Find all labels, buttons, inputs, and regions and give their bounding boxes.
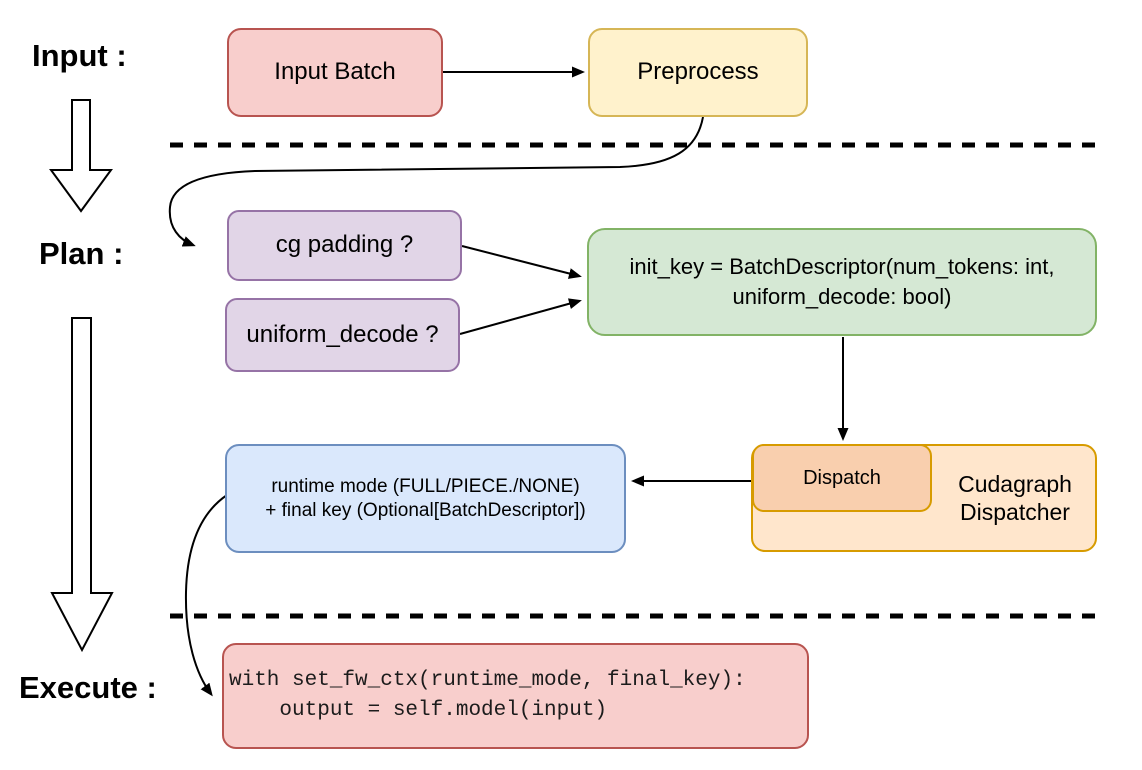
connector-preprocess-to-cg-padding xyxy=(168,116,704,247)
connector-cg-padding-to-init-key xyxy=(461,245,582,279)
node-preprocess-label: Preprocess xyxy=(637,58,759,86)
node-runtime-mode-line2: + final key (Optional[BatchDescriptor]) xyxy=(265,499,586,521)
node-init-key: init_key = BatchDescriptor(num_tokens: i… xyxy=(587,228,1097,336)
node-dispatch-label: Dispatch xyxy=(803,467,881,489)
node-execute-code-line2: output = self.model(input) xyxy=(229,699,608,722)
node-input-batch: Input Batch xyxy=(227,28,443,117)
node-init-key-line2: uniform_decode: bool) xyxy=(732,284,952,309)
node-uniform-decode-label: uniform_decode ? xyxy=(246,320,439,348)
node-preprocess: Preprocess xyxy=(588,28,808,117)
node-runtime-mode: runtime mode (FULL/PIECE./NONE) + final … xyxy=(225,444,626,553)
node-execute-code-line1: with set_fw_ctx(runtime_mode, final_key)… xyxy=(229,669,746,692)
stage-label-plan: Plan : xyxy=(39,236,124,271)
stage-label-execute: Execute : xyxy=(19,670,157,705)
connector-uniform-decode-to-init-key xyxy=(459,298,582,335)
stage-arrow-plan-to-execute-icon xyxy=(50,317,114,653)
node-cudagraph-dispatcher-line1: Cudagraph xyxy=(958,471,1072,497)
node-init-key-line1: init_key = BatchDescriptor(num_tokens: i… xyxy=(629,254,1055,279)
node-execute-code: with set_fw_ctx(runtime_mode, final_key)… xyxy=(222,643,809,749)
node-input-batch-label: Input Batch xyxy=(274,58,396,86)
node-runtime-mode-line1: runtime mode (FULL/PIECE./NONE) xyxy=(271,475,580,497)
node-uniform-decode: uniform_decode ? xyxy=(225,298,460,372)
stage-label-input: Input : xyxy=(32,38,127,73)
stage-arrow-input-to-plan-icon xyxy=(49,99,113,213)
node-cg-padding-label: cg padding ? xyxy=(275,231,414,259)
node-dispatch: Dispatch xyxy=(752,444,932,512)
connector-runtime-mode-to-execute-code xyxy=(184,494,228,697)
node-cudagraph-dispatcher-line2: Dispatcher xyxy=(960,499,1070,525)
node-cg-padding: cg padding ? xyxy=(227,210,462,281)
node-cudagraph-dispatcher-label: Cudagraph Dispatcher xyxy=(935,446,1095,550)
